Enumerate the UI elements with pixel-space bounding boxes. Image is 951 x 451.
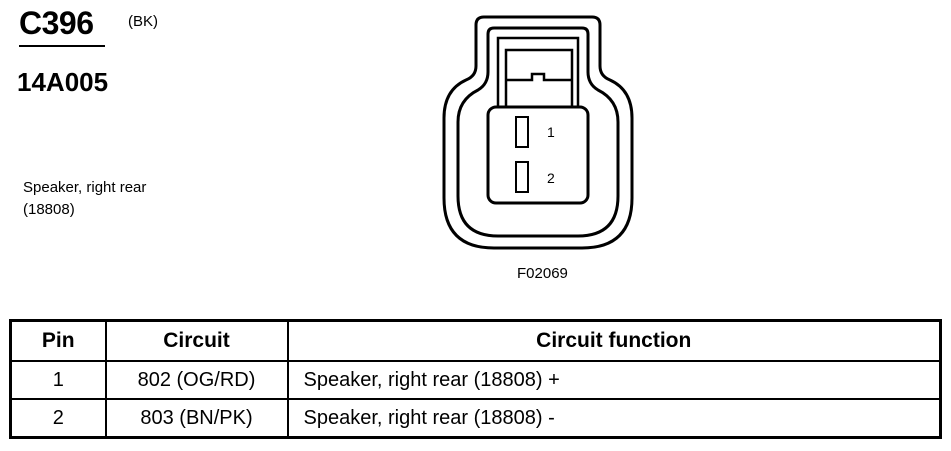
description-line-2: (18808): [23, 201, 75, 218]
header-circuit-function: Circuit function: [286, 319, 942, 362]
part-number: 14A005: [17, 67, 109, 97]
figure-id: F02069: [517, 265, 568, 282]
connector-id: C396: [19, 5, 94, 41]
table-row: 2 803 (BN/PK) Speaker, right rear (18808…: [9, 398, 942, 439]
terminal-cavity-block: [486, 105, 590, 205]
circuit-function-cell: Speaker, right rear (18808) +: [286, 360, 942, 400]
connector-outer-housing: [442, 15, 634, 250]
circuit-cell: 802 (OG/RD): [104, 360, 289, 400]
connector-description: Speaker, right rear (18808): [23, 177, 146, 221]
description-line-1: Speaker, right rear: [23, 179, 147, 196]
circuit-function-cell: Speaker, right rear (18808) -: [286, 398, 942, 439]
connector-id-underline: [19, 45, 105, 47]
pin-1-label: 1: [547, 124, 555, 140]
pin-2-slot: [515, 161, 529, 193]
pin-cell: 1: [9, 360, 107, 400]
header-circuit: Circuit: [104, 319, 289, 362]
pin-table: Pin Circuit Circuit function 1 802 (OG/R…: [9, 319, 942, 439]
table-header-row: Pin Circuit Circuit function: [9, 319, 942, 362]
connector-face-diagram: 1 2: [442, 15, 634, 250]
locking-tab-inner: [504, 48, 574, 112]
table-row: 1 802 (OG/RD) Speaker, right rear (18808…: [9, 360, 942, 400]
pin-1-slot: [515, 116, 529, 148]
circuit-cell: 803 (BN/PK): [104, 398, 289, 439]
header-pin: Pin: [9, 319, 107, 362]
pin-cell: 2: [9, 398, 107, 439]
connector-inner-housing: [456, 26, 620, 238]
connector-color: (BK): [128, 13, 158, 30]
pin-2-label: 2: [547, 170, 555, 186]
